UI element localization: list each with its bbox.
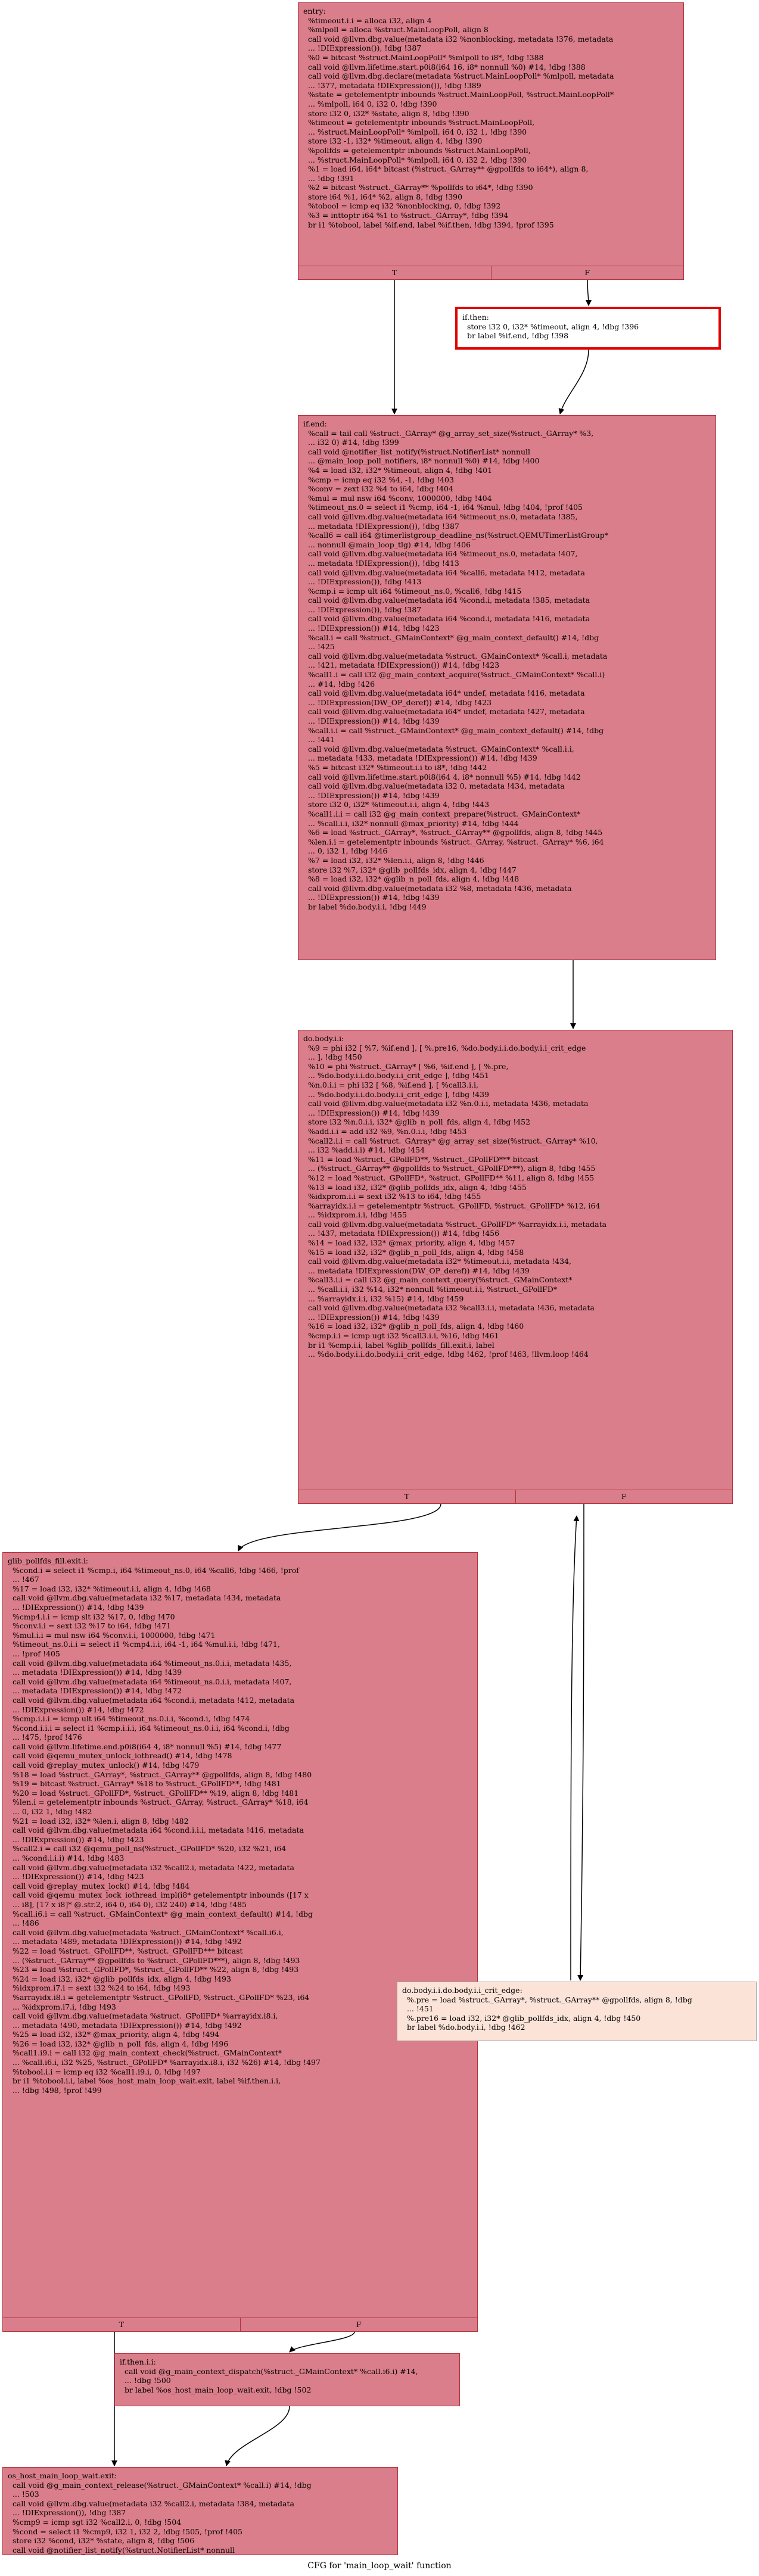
edge-if-then-to-if-end bbox=[558, 349, 589, 415]
block-if-then-i-i-text: if.then.i.i: call void @g_main_context_d… bbox=[120, 2357, 418, 2394]
block-crit-edge[interactable]: do.body.i.i.do.body.i.i_crit_edge: %.pre… bbox=[397, 1982, 757, 2041]
block-glib-pollfds-fill-exit-text: glib_pollfds_fill.exit.i: %cond.i = sele… bbox=[8, 1556, 321, 2095]
port-false: F bbox=[490, 266, 684, 279]
block-if-then-text: if.then: store i32 0, i32* %timeout, ali… bbox=[462, 313, 639, 341]
port-true: T bbox=[392, 268, 397, 277]
edge-do-body-to-crit-edge bbox=[577, 1503, 584, 1981]
block-os-exit-text: os_host_main_loop_wait.exit: call void @… bbox=[8, 2471, 312, 2555]
block-do-body[interactable]: do.body.i.i: %9 = phi i32 [ %7, %if.end … bbox=[298, 1030, 733, 1504]
block-if-then-i-i[interactable]: if.then.i.i: call void @g_main_context_d… bbox=[114, 2353, 460, 2406]
port-false: F bbox=[515, 1490, 733, 1503]
edge-if-then-ii-to-os-exit bbox=[225, 2406, 290, 2466]
edge-glib-fill-to-if-then-ii bbox=[289, 2331, 355, 2353]
edge-do-body-to-glib-fill bbox=[238, 1503, 441, 1552]
port-true: T bbox=[119, 2320, 124, 2329]
port-false: F bbox=[239, 2318, 478, 2331]
graph-caption: CFG for 'main_loop_wait' function bbox=[307, 2561, 452, 2571]
block-do-body-text: do.body.i.i: %9 = phi i32 [ %7, %if.end … bbox=[303, 1034, 607, 1359]
block-crit-edge-text: do.body.i.i.do.body.i.i_crit_edge: %.pre… bbox=[402, 1986, 692, 2032]
edge-entry-to-if-then bbox=[585, 279, 592, 306]
block-do-body-ports: T F bbox=[298, 1490, 732, 1503]
block-entry-text: entry: %timeout.i.i = alloca i32, align … bbox=[303, 7, 614, 229]
port-true: T bbox=[404, 1492, 409, 1501]
block-os-host-main-loop-wait-exit[interactable]: os_host_main_loop_wait.exit: call void @… bbox=[2, 2467, 398, 2555]
block-glib-pollfds-fill-exit[interactable]: glib_pollfds_fill.exit.i: %cond.i = sele… bbox=[2, 1552, 478, 2332]
edge-crit-edge-to-do-body bbox=[570, 1515, 580, 1981]
block-entry-ports: T F bbox=[298, 266, 683, 279]
block-glib-fill-ports: T F bbox=[3, 2318, 477, 2331]
block-if-then[interactable]: if.then: store i32 0, i32* %timeout, ali… bbox=[455, 307, 721, 350]
block-if-end[interactable]: if.end: %call = tail call %struct._GArra… bbox=[298, 415, 716, 960]
block-entry[interactable]: entry: %timeout.i.i = alloca i32, align … bbox=[298, 2, 684, 280]
block-if-end-text: if.end: %call = tail call %struct._GArra… bbox=[303, 419, 608, 911]
